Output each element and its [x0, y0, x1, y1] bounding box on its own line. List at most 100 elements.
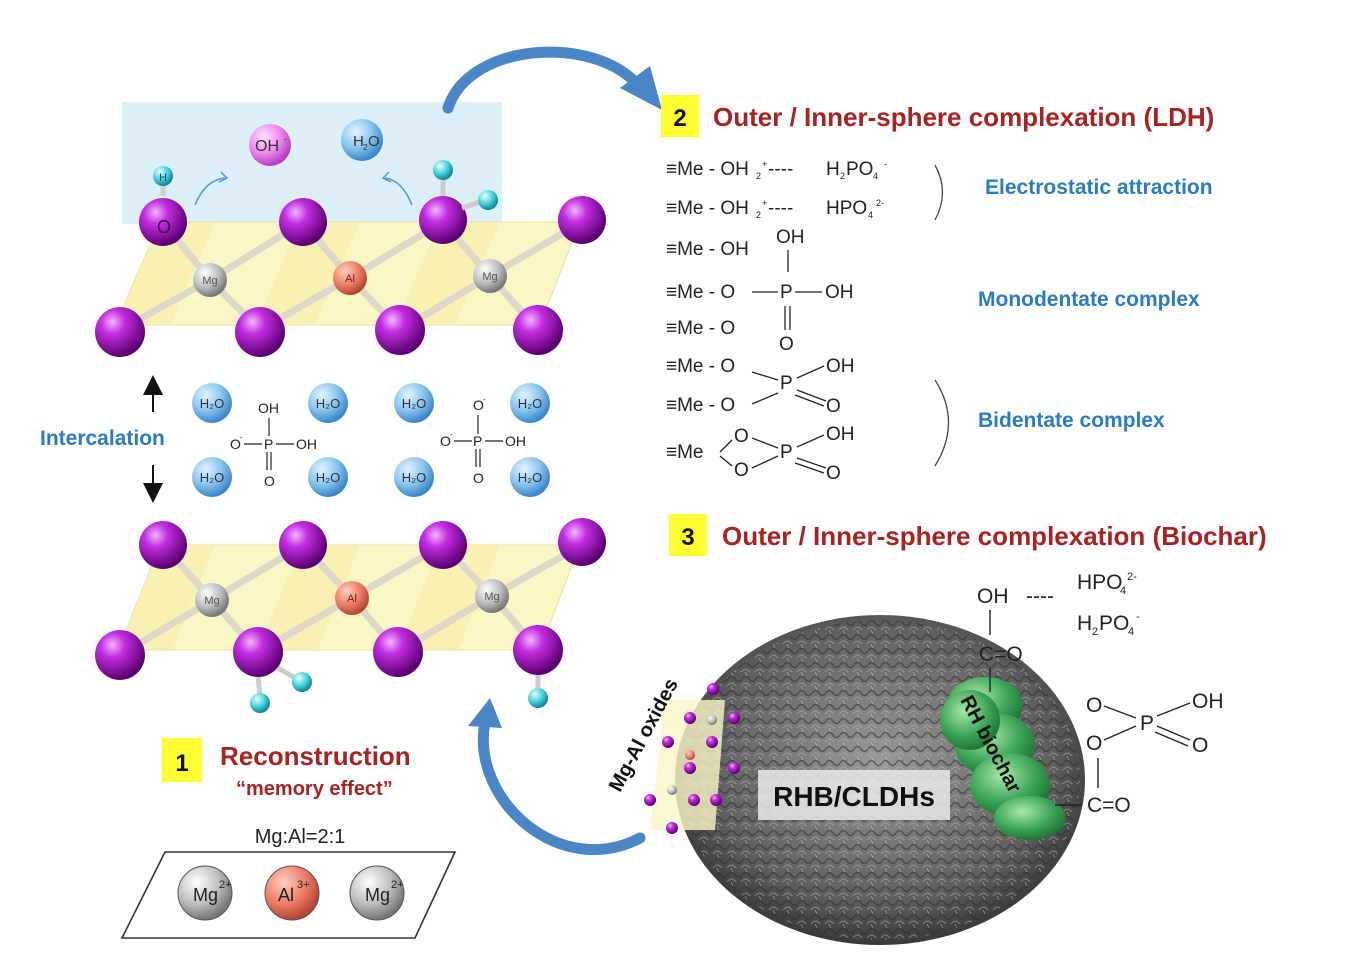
- svg-text:O: O: [826, 396, 841, 417]
- oxygen-atom: [139, 521, 187, 569]
- oxygen-label: O: [157, 217, 171, 237]
- svg-text:-: -: [240, 433, 243, 442]
- svg-text:H₂O: H₂O: [518, 470, 543, 485]
- svg-text:P: P: [264, 436, 273, 452]
- monodentate-label: Monodentate complex: [978, 288, 1200, 311]
- mg-al-oxide-cluster: [644, 683, 740, 834]
- oxygen-atom: [373, 627, 423, 677]
- intercalation-label: Intercalation: [40, 427, 165, 450]
- step1-block: 1 Reconstruction “memory effect” Mg:Al=2…: [120, 738, 457, 939]
- svg-text:P: P: [473, 433, 482, 449]
- svg-text:O: O: [1086, 694, 1102, 717]
- octahedron-face: [395, 222, 500, 325]
- mg-atom: Mg: [475, 579, 509, 613]
- step3-badge: [669, 514, 707, 556]
- svg-text:OH: OH: [977, 585, 1009, 608]
- curved-arrow-to-ldh: [477, 716, 646, 855]
- svg-text:PO: PO: [846, 159, 873, 180]
- svg-text:-: -: [1136, 611, 1140, 623]
- bracket: [934, 164, 944, 221]
- svg-text:2-: 2-: [876, 198, 884, 208]
- water-molecule: H₂O: [308, 383, 348, 423]
- release-arrow: [194, 177, 226, 206]
- hydrogen-atom: [528, 688, 548, 708]
- step2-block: 2 Outer / Inner-sphere complexation (LDH…: [661, 95, 1214, 484]
- svg-text:-: -: [284, 134, 287, 144]
- svg-text:4: 4: [873, 171, 878, 181]
- svg-text:C=O: C=O: [1087, 794, 1131, 817]
- step1-badge: [162, 738, 202, 782]
- hydrogen-label: H: [159, 172, 167, 184]
- oxygen-atom: [419, 521, 467, 569]
- oxygen-atom: [233, 627, 283, 677]
- svg-text:OH: OH: [1192, 690, 1224, 713]
- ratio-ion-mg: Mg 2+: [349, 865, 405, 921]
- svg-text:OH: OH: [258, 400, 279, 416]
- svg-text:≡Me - OH: ≡Me - OH: [666, 198, 749, 219]
- water-molecule: H₂O: [510, 383, 550, 423]
- mg-label: Mg: [202, 275, 217, 287]
- water-label: H: [353, 133, 364, 150]
- svg-text:HPO: HPO: [1077, 571, 1123, 594]
- svg-text:≡Me - O: ≡Me - O: [666, 395, 735, 416]
- svg-text:C=O: C=O: [979, 643, 1023, 666]
- svg-text:H: H: [1077, 612, 1092, 635]
- svg-text:OH: OH: [825, 282, 854, 303]
- svg-text:-: -: [450, 430, 453, 439]
- interlayer: Intercalation H₂O H₂O H₂O H₂O H₂O H₂O H₂…: [40, 375, 550, 503]
- svg-text:H: H: [826, 159, 840, 180]
- svg-text:OH: OH: [505, 433, 526, 449]
- step3-number: 3: [681, 524, 694, 551]
- svg-text:2: 2: [756, 210, 761, 220]
- octahedron-face: [115, 222, 215, 325]
- svg-text:≡Me - O: ≡Me - O: [666, 356, 735, 377]
- svg-text:2: 2: [840, 171, 845, 181]
- svg-text:≡Me - O: ≡Me - O: [666, 318, 735, 339]
- svg-text:O: O: [779, 334, 794, 355]
- svg-text:4: 4: [1128, 626, 1134, 638]
- oxygen-atom: [558, 518, 606, 566]
- svg-text:O: O: [1192, 734, 1208, 757]
- oxygen-atom: [419, 196, 467, 244]
- hydrogen-atom: [292, 672, 312, 692]
- oxygen-atom: [95, 307, 145, 357]
- svg-text:3+: 3+: [297, 879, 310, 891]
- ldh-bottom-layer: Mg Al Mg: [95, 518, 606, 713]
- svg-text:2: 2: [1092, 626, 1098, 638]
- hydrogen-atom: [153, 166, 173, 186]
- svg-text:Mg: Mg: [193, 885, 218, 905]
- phosphate-anion: O- O- P OH O: [440, 395, 526, 486]
- svg-text:≡Me: ≡Me: [666, 442, 703, 463]
- svg-text:PO: PO: [1099, 612, 1129, 635]
- al-atom: [333, 261, 367, 295]
- octahedron-face: [255, 222, 360, 325]
- svg-text:-: -: [884, 159, 887, 169]
- svg-text:+: +: [762, 198, 767, 208]
- svg-text:2-: 2-: [1127, 571, 1137, 583]
- oxygen-atom: [235, 307, 285, 357]
- svg-text:H₂O: H₂O: [316, 396, 341, 411]
- svg-text:Mg: Mg: [204, 595, 219, 607]
- step1-subtitle: “memory effect”: [236, 778, 393, 800]
- biochar-green-layer: [940, 677, 1066, 840]
- composite-label: RHB/CLDHs: [773, 781, 935, 812]
- svg-text:O: O: [264, 473, 275, 489]
- water-molecule: H₂O: [192, 457, 232, 497]
- svg-text:Al: Al: [278, 885, 294, 905]
- svg-text:OH: OH: [826, 356, 855, 377]
- svg-text:OH: OH: [776, 227, 805, 248]
- svg-text:2+: 2+: [219, 879, 232, 891]
- svg-text:OH: OH: [826, 424, 855, 445]
- water-molecule: H₂O: [394, 383, 434, 423]
- svg-text:≡Me - O: ≡Me - O: [666, 282, 735, 303]
- oxygen-atom: [558, 196, 606, 244]
- svg-text:P: P: [780, 442, 793, 463]
- ratio-ion-mg: Mg 2+: [177, 865, 233, 921]
- bracket: [934, 379, 950, 467]
- svg-text:----: ----: [768, 198, 793, 219]
- svg-text:----: ----: [1026, 585, 1054, 608]
- oxygen-atom: [375, 305, 425, 355]
- step1-number: 1: [175, 750, 188, 777]
- step3-title: Outer / Inner-sphere complexation (Bioch…: [722, 521, 1267, 551]
